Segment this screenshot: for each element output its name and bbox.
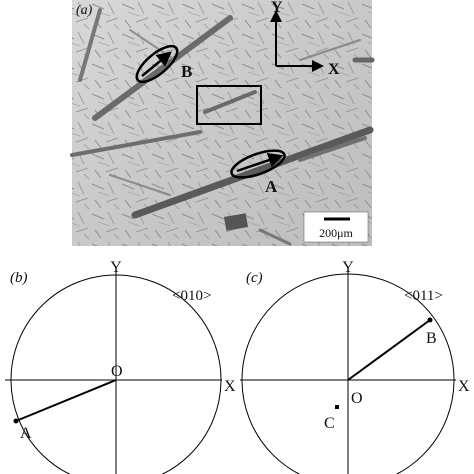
- pole-b-origin: O: [111, 363, 123, 380]
- marker-a-ellipse: [230, 149, 286, 179]
- pole-c-x-label: X: [458, 378, 470, 395]
- needle-crystal: [109, 174, 171, 196]
- pole-figure-b: (b) Y X <010> O A: [5, 259, 236, 474]
- point-c-marker: [335, 405, 339, 409]
- dark-particle: [223, 213, 249, 231]
- needle-crystals: [70, 8, 375, 246]
- micrograph-axes: [270, 10, 324, 72]
- micrograph-axis-y-label: Y: [271, 0, 283, 16]
- pole-b-point-a: A: [20, 425, 32, 442]
- panel-a-label: (a): [76, 3, 93, 18]
- needle-crystal: [70, 130, 202, 157]
- pole-c-y-label: Y: [342, 259, 354, 276]
- pole-b-direction: <010>: [172, 288, 211, 304]
- marker-a-label: A: [265, 177, 278, 196]
- scale-bar: 200μm: [303, 211, 369, 243]
- marker-b-ellipse: [135, 44, 179, 84]
- needle-crystal: [258, 228, 292, 246]
- panel-c-label: (c): [246, 270, 263, 286]
- needle-crystal: [203, 90, 257, 114]
- pole-c-point-c: C: [324, 415, 335, 432]
- needle-crystal: [92, 15, 233, 121]
- needle-crystal: [299, 39, 361, 61]
- pole-c-direction: <011>: [404, 288, 443, 304]
- pole-figure-c: (c) Y X <011> O B C: [240, 259, 470, 474]
- point-b-marker: [427, 317, 433, 323]
- needle-crystal: [298, 136, 367, 162]
- panel-b-label: (b): [10, 270, 28, 286]
- direction-line-a: [15, 379, 117, 422]
- pole-c-origin: O: [351, 390, 363, 407]
- marker-b-label: B: [181, 62, 192, 81]
- micrograph-panel: Y X B A (a) 200μm: [70, 0, 375, 246]
- pole-c-point-b: B: [426, 330, 437, 347]
- scale-bar-label: 200μm: [319, 226, 353, 240]
- needle-crystal: [131, 126, 374, 219]
- needle-crystal: [78, 8, 102, 82]
- point-a-marker: [13, 418, 19, 424]
- pole-b-x-label: X: [224, 378, 236, 395]
- pole-b-y-label: Y: [110, 259, 122, 276]
- micrograph-axis-x-label: X: [328, 61, 340, 78]
- direction-line-b: [347, 319, 431, 381]
- region-box: [196, 85, 262, 125]
